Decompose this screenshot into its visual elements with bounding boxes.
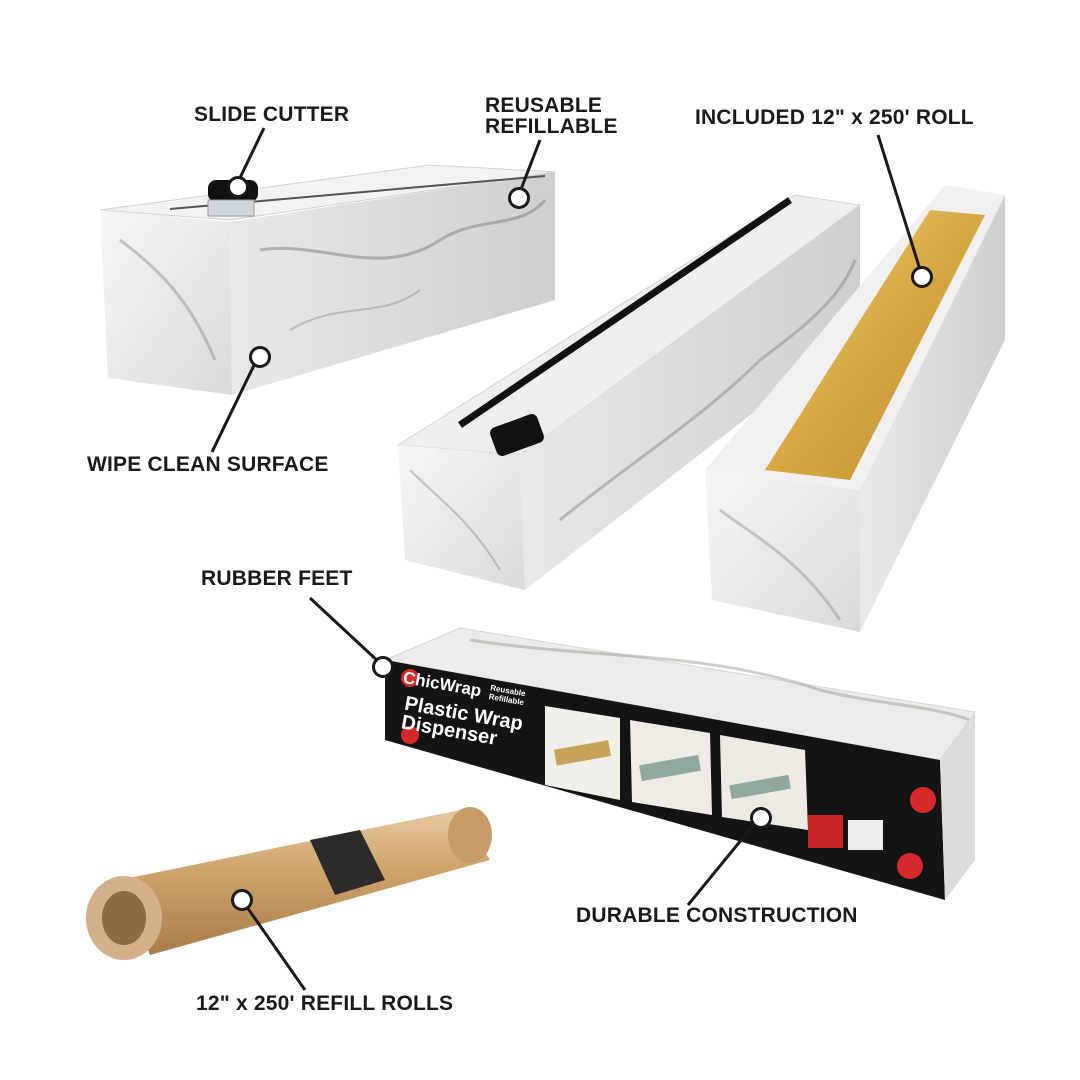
label-refill-rolls: 12" x 250' REFILL ROLLS [196, 992, 454, 1015]
label-refillable: REFILLABLE [485, 115, 618, 138]
callout-dot-included-roll [911, 266, 933, 288]
refill-roll [86, 807, 492, 960]
box-1 [99, 164, 556, 395]
box-2 [396, 194, 862, 590]
callout-dot-wipe-clean [249, 346, 271, 368]
label-included-roll: INCLUDED 12" x 250' ROLL [695, 106, 974, 129]
callout-leaders [210, 127, 924, 991]
callout-dot-refill-rolls [231, 889, 253, 911]
label-reusable-refillable: REUSABLE REFILLABLE [485, 95, 618, 137]
callout-dot-rubber-feet [372, 656, 394, 678]
callout-dot-durable [750, 807, 772, 829]
box-4-package [383, 627, 976, 900]
callout-dot-reusable [508, 187, 530, 209]
callout-dot-slide-cutter [227, 176, 249, 198]
label-rubber-feet: RUBBER FEET [201, 567, 353, 590]
label-durable: DURABLE CONSTRUCTION [576, 904, 858, 927]
label-reusable: REUSABLE [485, 94, 603, 117]
label-slide-cutter: SLIDE CUTTER [194, 103, 350, 126]
label-wipe-clean: WIPE CLEAN SURFACE [87, 453, 329, 476]
